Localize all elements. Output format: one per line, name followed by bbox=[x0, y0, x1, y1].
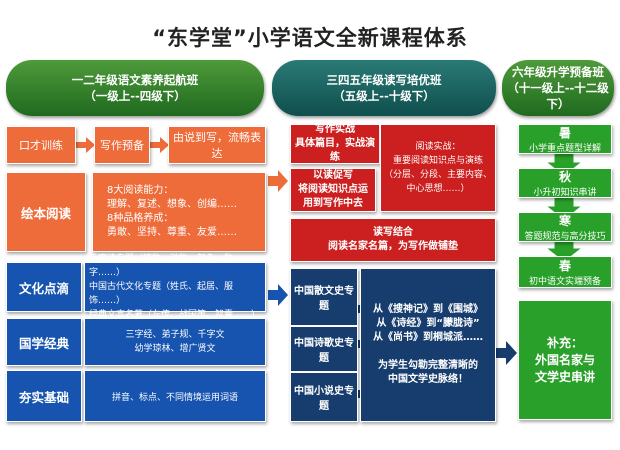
qiu-title: 秋 bbox=[558, 170, 571, 184]
arrow-col1-to-col2-lower bbox=[268, 284, 288, 306]
han-box: 寒 答题规范与高分技巧 bbox=[518, 212, 612, 242]
header-grade-6: 六年级升学预备班 （十一级上--十二级下） bbox=[502, 60, 614, 116]
xiezuo-shizhan-box: 写作实战 具体篇目，实战演练 bbox=[290, 124, 380, 164]
wenhua-detail-box: 千家诗专题（植物、动物、颜色、数字……） 中国古代文化专题（姓氏、起居、服饰……… bbox=[84, 254, 266, 320]
youshuo-box: 由说到写，流畅表达 bbox=[168, 126, 266, 164]
yidu-cuxie-box: 以读促写 将阅读知识点运 用到写作中去 bbox=[290, 168, 376, 212]
arrow-col2-to-col3 bbox=[496, 341, 517, 365]
han-title: 寒 bbox=[558, 214, 571, 228]
header-grade-1-2-title: 一二年级语文素养起航班 bbox=[71, 73, 199, 87]
huiben-detail-box: 8大阅读能力： 理解、复述、想象、创编…… 8种品格养成： 勇敢、坚持、尊重、友… bbox=[92, 172, 266, 252]
buchong-box: 补充： 外国名家与 文学史串讲 bbox=[518, 300, 612, 420]
arrow-xiezuo-to-youshuo bbox=[150, 137, 169, 153]
koucai-box: 口才训练 bbox=[6, 126, 76, 164]
header-grade-3-5-title: 三四五年级读写培优班 bbox=[326, 73, 442, 87]
shu-title: 暑 bbox=[558, 126, 571, 140]
han-detail: 答题规范与高分技巧 bbox=[524, 232, 606, 242]
chun-detail: 初中语文实端预备 bbox=[528, 277, 601, 287]
header-grade-3-5-levels: （五级上--十级下） bbox=[333, 89, 435, 103]
header-grade-6-title: 六年级升学预备班 bbox=[512, 65, 604, 79]
huiben-box: 绘本阅读 bbox=[6, 172, 86, 252]
shige-box: 中国诗歌史专题 bbox=[290, 326, 358, 372]
wenhua-box: 文化点滴 bbox=[6, 262, 82, 312]
qiu-detail: 小升初知识串讲 bbox=[533, 188, 597, 198]
sanwen-box: 中国散文史专题 bbox=[290, 268, 358, 326]
header-grade-3-5: 三四五年级读写培优班 （五级上--十级下） bbox=[272, 60, 496, 116]
arrow-col1-to-col2-upper bbox=[268, 170, 288, 192]
header-grade-1-2-levels: （一级上--四级下） bbox=[84, 89, 186, 103]
yuedu-shizhan-box: 阅读实战： 重要阅读知识点与演练 （分层、分段、主要内容、 中心思想……） bbox=[380, 124, 496, 212]
guoxue-detail-box: 三字经、弟子规、千字文 幼学琼林、增广贤文 bbox=[84, 318, 266, 366]
xiaoshuo-box: 中国小说史专题 bbox=[290, 372, 358, 422]
shu-box: 暑 小学重点题型详解 bbox=[518, 124, 612, 154]
duxie-jiehe-box: 读写结合 阅读名家名篇，为写作做铺垫 bbox=[290, 218, 496, 262]
hangshi-detail-box: 拼音、标点、不同情境运用词语 bbox=[84, 370, 266, 422]
chun-box: 春 初中语文实端预备 bbox=[518, 256, 612, 288]
page-title: “东学堂”小学语文全新课程体系 bbox=[152, 26, 468, 50]
hangshi-box: 夯实基础 bbox=[6, 370, 82, 422]
arrow-koucai-to-xiezuo bbox=[76, 137, 95, 153]
xiezuo-yubei-box: 写作预备 bbox=[94, 126, 150, 164]
chun-title: 春 bbox=[558, 259, 571, 273]
literature-history-box: 从《搜神记》到《围城》 从《诗经》到“朦胧诗” 从《尚书》到桐城派…… 为学生勾… bbox=[360, 268, 496, 422]
header-grade-6-levels: （十一级上--十二级下） bbox=[507, 81, 609, 111]
qiu-box: 秋 小升初知识串讲 bbox=[518, 168, 612, 198]
shu-detail: 小学重点题型详解 bbox=[528, 144, 601, 154]
guoxue-box: 国学经典 bbox=[6, 318, 82, 366]
header-grade-1-2: 一二年级语文素养起航班 （一级上--四级下） bbox=[6, 60, 264, 116]
